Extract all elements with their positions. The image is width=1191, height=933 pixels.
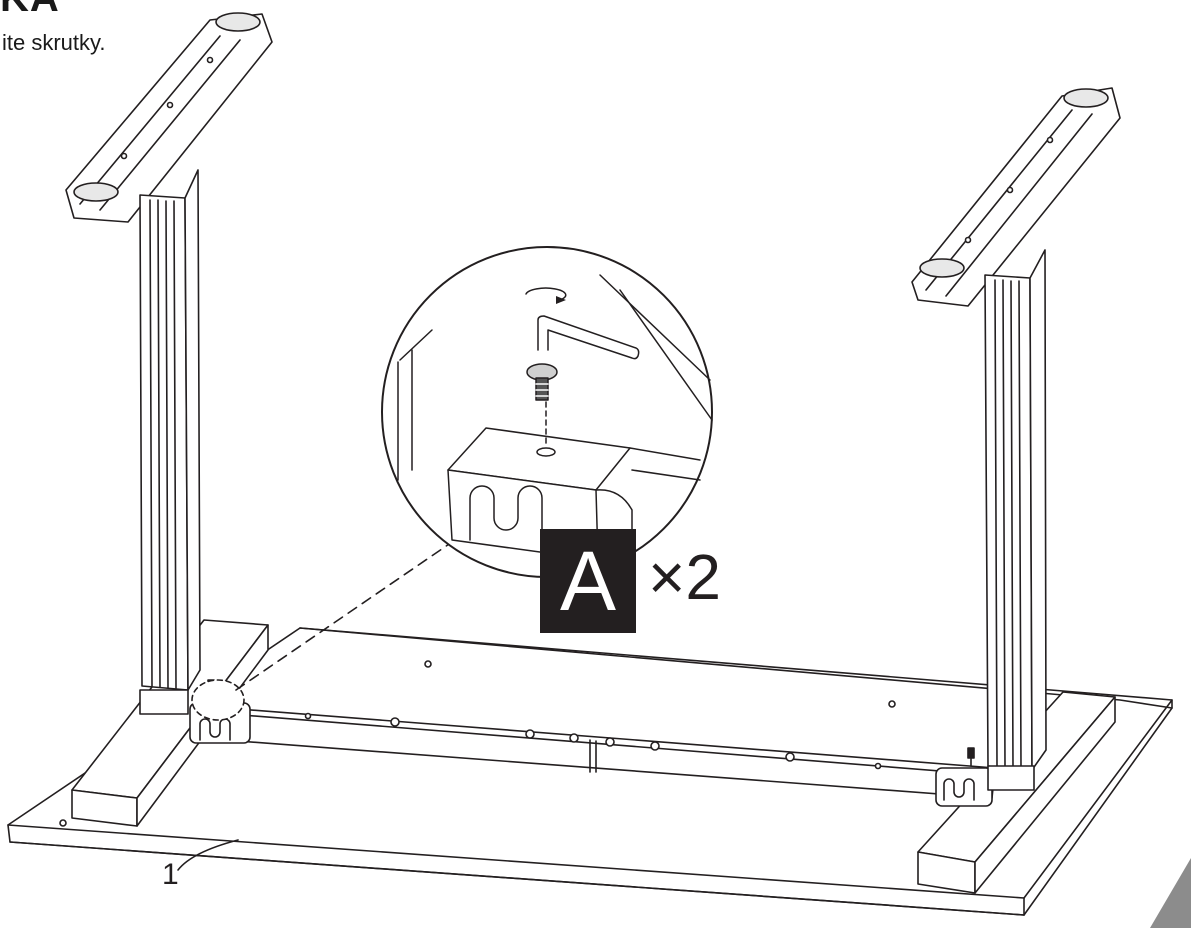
callout-leader [177, 839, 239, 871]
page-heading-fragment: KA [0, 0, 60, 18]
right-leg [911, 87, 1121, 791]
part-quantity-label: ×2 [648, 541, 721, 613]
detail-leader [235, 539, 456, 691]
corner-page-tab [1150, 858, 1191, 928]
part-callout-number: 1 [162, 858, 179, 891]
part-letter-badge: A [540, 529, 636, 633]
detail-magnifier [381, 246, 713, 578]
instruction-text: ite skrutky. [2, 30, 106, 55]
left-leg [65, 12, 273, 721]
